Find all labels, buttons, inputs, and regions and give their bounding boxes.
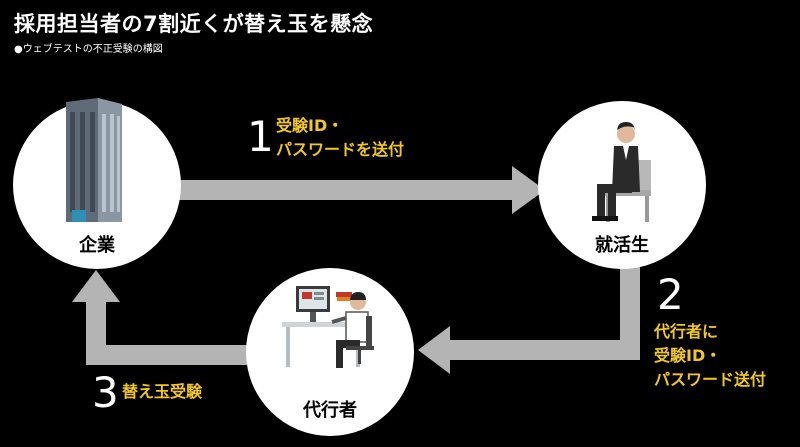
step-2-number: 2 [657, 270, 684, 319]
step-3-text: 替え玉受験 [122, 380, 202, 404]
step-1-line-1: 受験ID・ [276, 116, 344, 135]
node-label-student: 就活生 [595, 234, 649, 256]
node-label-company: 企業 [78, 234, 116, 256]
step-3-number: 3 [92, 368, 119, 417]
node-company: 企業 [13, 98, 181, 269]
step-2-text: 代行者に 受験ID・ パスワード送付 [654, 320, 766, 392]
step-2-line-1: 代行者に [654, 322, 719, 341]
arrow-student-to-proxy [418, 250, 640, 374]
step-1-line-2: パスワードを送付 [276, 140, 405, 159]
step-1-number: 1 [247, 112, 274, 161]
node-student: 就活生 [538, 101, 706, 269]
step-2-line-2: 受験ID・ [654, 346, 722, 365]
node-label-proxy: 代行者 [302, 399, 357, 421]
step-2-line-3: パスワード送付 [654, 370, 767, 389]
step-1-text: 受験ID・ パスワードを送付 [276, 114, 404, 162]
page-title: 採用担当者の7割近くが替え玉を懸念 [14, 12, 374, 36]
arrow-company-to-student [175, 166, 545, 214]
arrow-proxy-to-company [72, 270, 266, 365]
seated-student-icon [592, 122, 651, 222]
person-at-computer-icon [282, 286, 374, 368]
step-3-line-1: 替え玉受験 [122, 382, 203, 401]
node-proxy: 代行者 [246, 268, 414, 436]
diagram-caption: ●ウェブテストの不正受験の構図 [14, 44, 163, 55]
office-building-icon [66, 98, 122, 222]
